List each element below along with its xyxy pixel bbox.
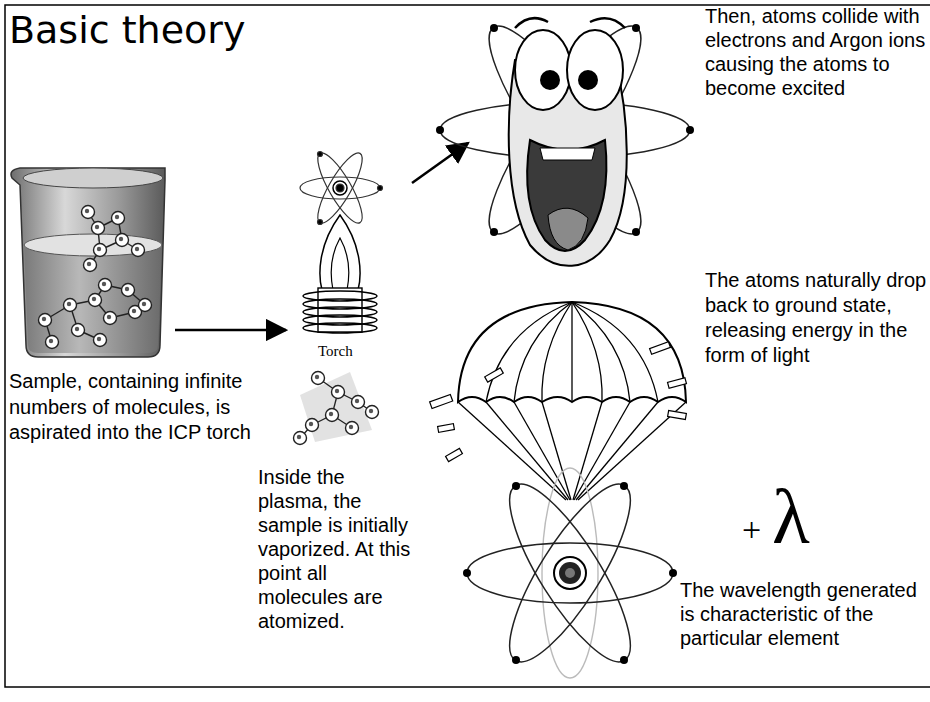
note-text: The wavelength generated is characterist…	[680, 578, 928, 650]
plasma-molecule	[294, 372, 379, 445]
note-text: Sample, containing infinite numbers of m…	[9, 369, 259, 446]
note-text: Inside the plasma, the sample is initial…	[258, 465, 418, 633]
title: Basic theory	[9, 10, 245, 52]
arrow	[412, 143, 468, 183]
beaker	[11, 168, 165, 357]
note-text: The atoms naturally drop back to ground …	[705, 268, 927, 368]
parachute	[430, 302, 687, 500]
torch	[303, 215, 377, 333]
note-text: Then, atoms collide with electrons and A…	[705, 4, 927, 100]
excited-atom	[436, 10, 694, 265]
ground-state-atom	[463, 468, 677, 678]
arrow	[175, 329, 286, 332]
frame	[5, 5, 930, 687]
symbol: +	[742, 513, 761, 547]
wavelength-symbol: λ	[772, 478, 810, 556]
part-name: Torch	[318, 342, 353, 360]
